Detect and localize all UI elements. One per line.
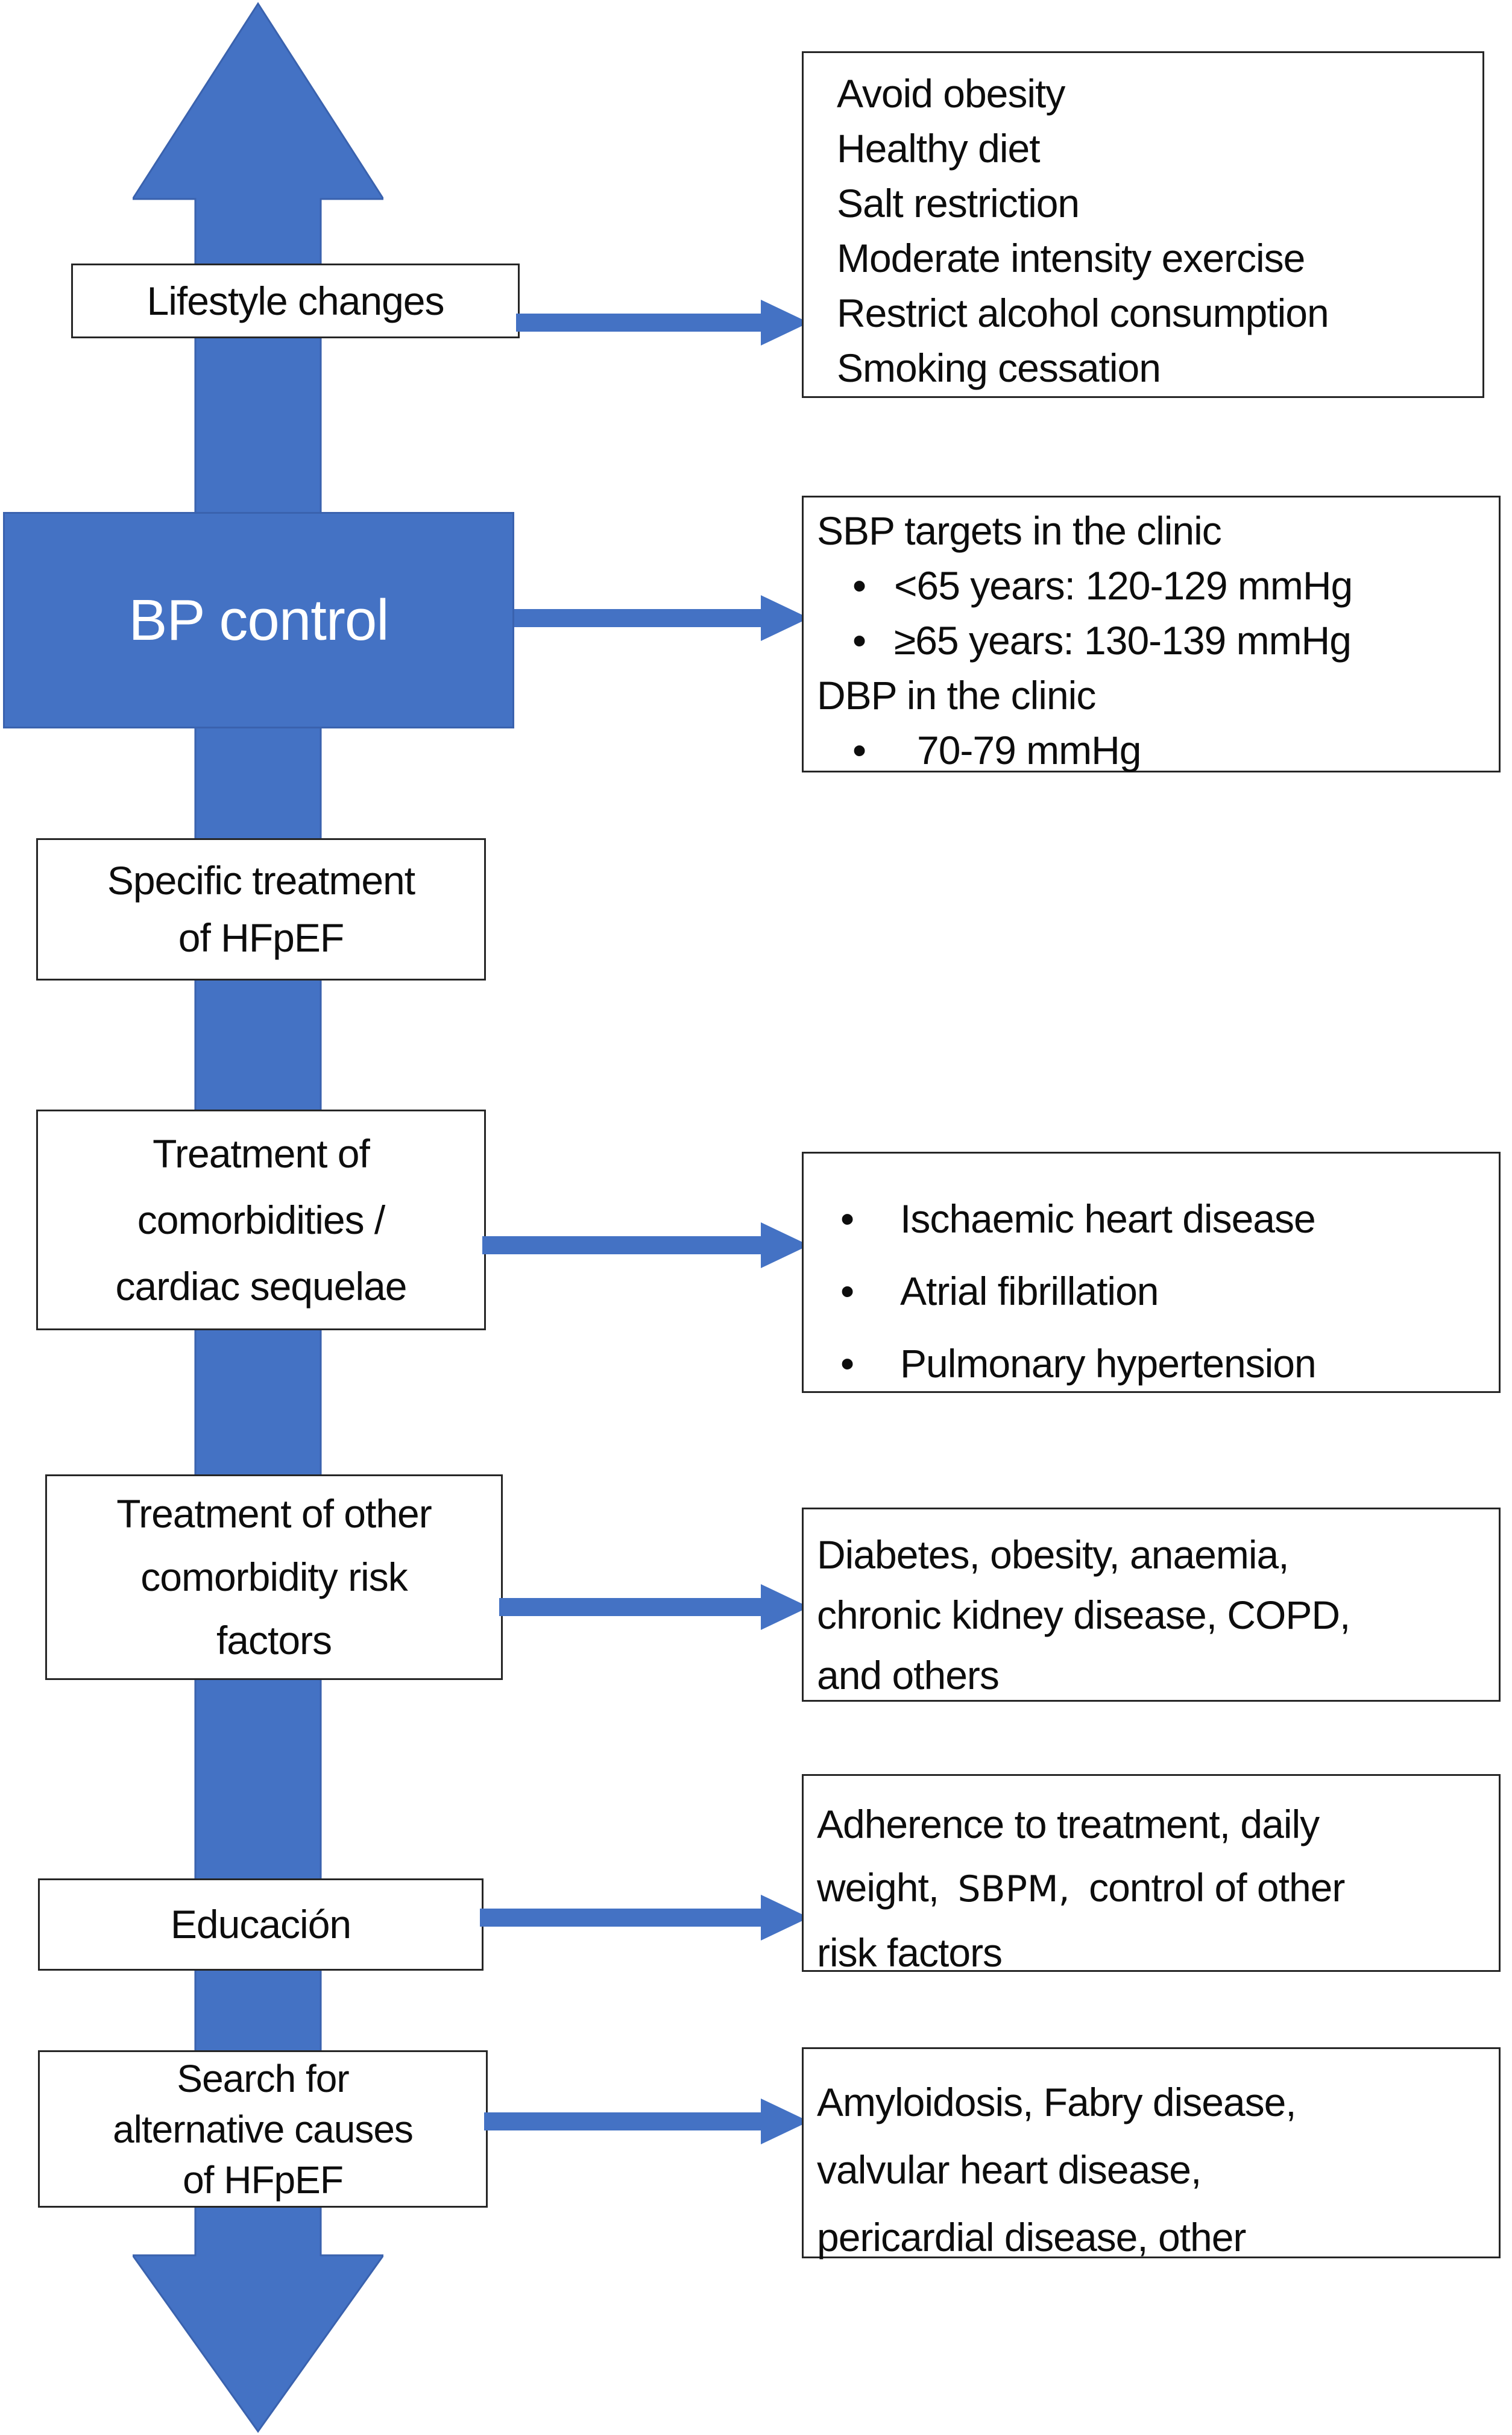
other-risk-line: comorbidity risk bbox=[140, 1555, 408, 1599]
sbp-heading: SBP targets in the clinic bbox=[817, 508, 1222, 553]
alternative-causes-line: alternative causes bbox=[113, 2107, 414, 2151]
comorbidity-bullet-text: Atrial fibrillation bbox=[900, 1269, 1159, 1313]
other-risk-factors-box: Treatment of other comorbidity risk fact… bbox=[45, 1474, 503, 1680]
arrow-bp-shaft bbox=[514, 609, 761, 627]
education-detail-line: weight, SBPM, control of other bbox=[817, 1856, 1493, 1921]
comorbidities-line: cardiac sequelae bbox=[115, 1264, 408, 1309]
education-detail-line2-pre: weight, bbox=[817, 1865, 939, 1910]
comorbidity-bullet-text: Pulmonary hypertension bbox=[900, 1341, 1317, 1386]
specific-treatment-line: of HFpEF bbox=[178, 915, 344, 960]
lifestyle-changes-box: Lifestyle changes bbox=[71, 264, 520, 338]
bullet-icon: • bbox=[840, 1196, 854, 1241]
bullet-icon: • bbox=[852, 563, 866, 608]
lifestyle-detail-line: Avoid obesity bbox=[837, 71, 1065, 116]
bullet-icon: • bbox=[840, 1269, 854, 1313]
risk-detail-line: chronic kidney disease, COPD, bbox=[817, 1593, 1350, 1637]
comorbidity-bullet-text: Ischaemic heart disease bbox=[900, 1196, 1316, 1241]
bullet-icon: • bbox=[852, 728, 866, 772]
education-detail-box: Adherence to treatment, daily weight, SB… bbox=[802, 1774, 1501, 1975]
education-detail-line: Adherence to treatment, daily bbox=[817, 1802, 1320, 1846]
arrow-alternative-head-icon bbox=[761, 2099, 809, 2144]
specific-treatment-box: Specific treatment of HFpEF bbox=[36, 838, 486, 981]
education-detail-sbpm: SBPM, bbox=[957, 1868, 1070, 1910]
comorbidity-bullet-row: • Atrial fibrillation bbox=[822, 1255, 1493, 1327]
education-detail-line: risk factors bbox=[817, 1930, 1003, 1975]
lifestyle-detail-line: Moderate intensity exercise bbox=[837, 236, 1305, 280]
dbp-bullet-text: 70-79 mmHg bbox=[917, 728, 1141, 772]
other-risk-line: Treatment of other bbox=[116, 1491, 432, 1536]
dbp-heading: DBP in the clinic bbox=[817, 673, 1096, 718]
education-label: Educación bbox=[170, 1902, 351, 1947]
education-box: Educación bbox=[38, 1878, 484, 1971]
risk-detail-box: Diabetes, obesity, anaemia, chronic kidn… bbox=[802, 1508, 1501, 1702]
arrow-comorbidities-head-icon bbox=[761, 1222, 809, 1268]
sbp-bullet-row: • <65 years: 120-129 mmHg bbox=[817, 558, 1493, 613]
specific-treatment-line: Specific treatment bbox=[107, 858, 415, 903]
sbp-bullet-text: <65 years: 120-129 mmHg bbox=[894, 563, 1353, 608]
arrow-alternative-shaft bbox=[484, 2112, 761, 2130]
arrow-otherrisk-shaft bbox=[499, 1598, 761, 1616]
arrow-comorbidities-shaft bbox=[482, 1236, 761, 1254]
lifestyle-detail-line: Restrict alcohol consumption bbox=[837, 291, 1329, 335]
lifestyle-detail-line: Smoking cessation bbox=[837, 346, 1161, 390]
lifestyle-changes-label: Lifestyle changes bbox=[146, 278, 445, 323]
alternative-causes-line: of HFpEF bbox=[183, 2158, 344, 2202]
alternative-detail-line: valvular heart disease, bbox=[817, 2147, 1202, 2192]
arrow-bp-head-icon bbox=[761, 595, 809, 641]
arrow-education-head-icon bbox=[761, 1895, 809, 1941]
bullet-icon: • bbox=[852, 618, 866, 663]
bp-control-label: BP control bbox=[128, 587, 389, 652]
dbp-bullet-row: • 70-79 mmHg bbox=[817, 723, 1493, 778]
comorbidities-line: Treatment of bbox=[153, 1131, 370, 1176]
comorbidity-bullet-row: • Ischaemic heart disease bbox=[822, 1183, 1493, 1255]
sbp-bullet-text: ≥65 years: 130-139 mmHg bbox=[894, 618, 1352, 663]
risk-detail-line: Diabetes, obesity, anaemia, bbox=[817, 1532, 1290, 1577]
bullet-icon: • bbox=[840, 1341, 854, 1386]
lifestyle-detail-line: Healthy diet bbox=[837, 126, 1041, 171]
comorbidities-line: comorbidities / bbox=[137, 1198, 385, 1242]
alternative-detail-line: pericardial disease, other bbox=[817, 2215, 1246, 2260]
comorbidity-bullet-row: • Pulmonary hypertension bbox=[822, 1327, 1493, 1400]
arrow-education-shaft bbox=[480, 1909, 761, 1927]
lifestyle-detail-line: Salt restriction bbox=[837, 181, 1080, 226]
comorbidity-detail-box: • Ischaemic heart disease • Atrial fibri… bbox=[802, 1152, 1501, 1393]
arrow-lifestyle-head-icon bbox=[761, 300, 809, 346]
alternative-detail-line: Amyloidosis, Fabry disease, bbox=[817, 2080, 1297, 2124]
risk-detail-line: and others bbox=[817, 1653, 1000, 1698]
alternative-causes-line: Search for bbox=[177, 2056, 349, 2100]
alternative-causes-box: Search for alternative causes of HFpEF bbox=[38, 2050, 488, 2208]
comorbidities-box: Treatment of comorbidities / cardiac seq… bbox=[36, 1110, 486, 1330]
arrow-lifestyle-shaft bbox=[516, 314, 761, 332]
bp-control-box: BP control bbox=[3, 512, 514, 728]
other-risk-line: factors bbox=[216, 1618, 332, 1663]
lifestyle-detail-box: Avoid obesity Healthy diet Salt restrict… bbox=[802, 51, 1484, 398]
arrow-otherrisk-head-icon bbox=[761, 1584, 809, 1630]
alternative-detail-box: Amyloidosis, Fabry disease, valvular hea… bbox=[802, 2047, 1501, 2260]
sbp-bullet-row: • ≥65 years: 130-139 mmHg bbox=[817, 613, 1493, 668]
bp-targets-box: SBP targets in the clinic • <65 years: 1… bbox=[802, 496, 1501, 772]
education-detail-line2-post: control of other bbox=[1089, 1865, 1345, 1910]
